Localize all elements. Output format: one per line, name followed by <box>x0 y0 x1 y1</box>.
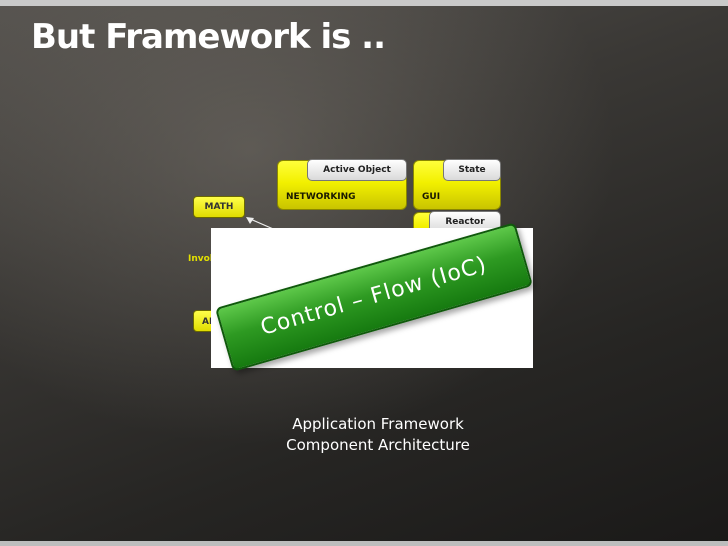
top-bar <box>0 0 728 6</box>
state-tag: State <box>443 159 501 181</box>
invoke-label: Invoke <box>188 254 214 264</box>
diagram-caption: Application Framework Component Architec… <box>262 414 494 456</box>
caption-line-2: Component Architecture <box>286 436 470 454</box>
networking-label: NETWORKING <box>286 192 356 202</box>
reactor-tag: Reactor <box>429 211 501 233</box>
slide-title: But Framework is .. <box>31 17 386 57</box>
gui-label: GUI <box>422 192 441 202</box>
active-object-tag: Active Object <box>307 159 407 181</box>
bottom-bar <box>0 541 728 546</box>
math-component: MATH <box>193 196 245 218</box>
caption-line-1: Application Framework <box>292 415 464 433</box>
